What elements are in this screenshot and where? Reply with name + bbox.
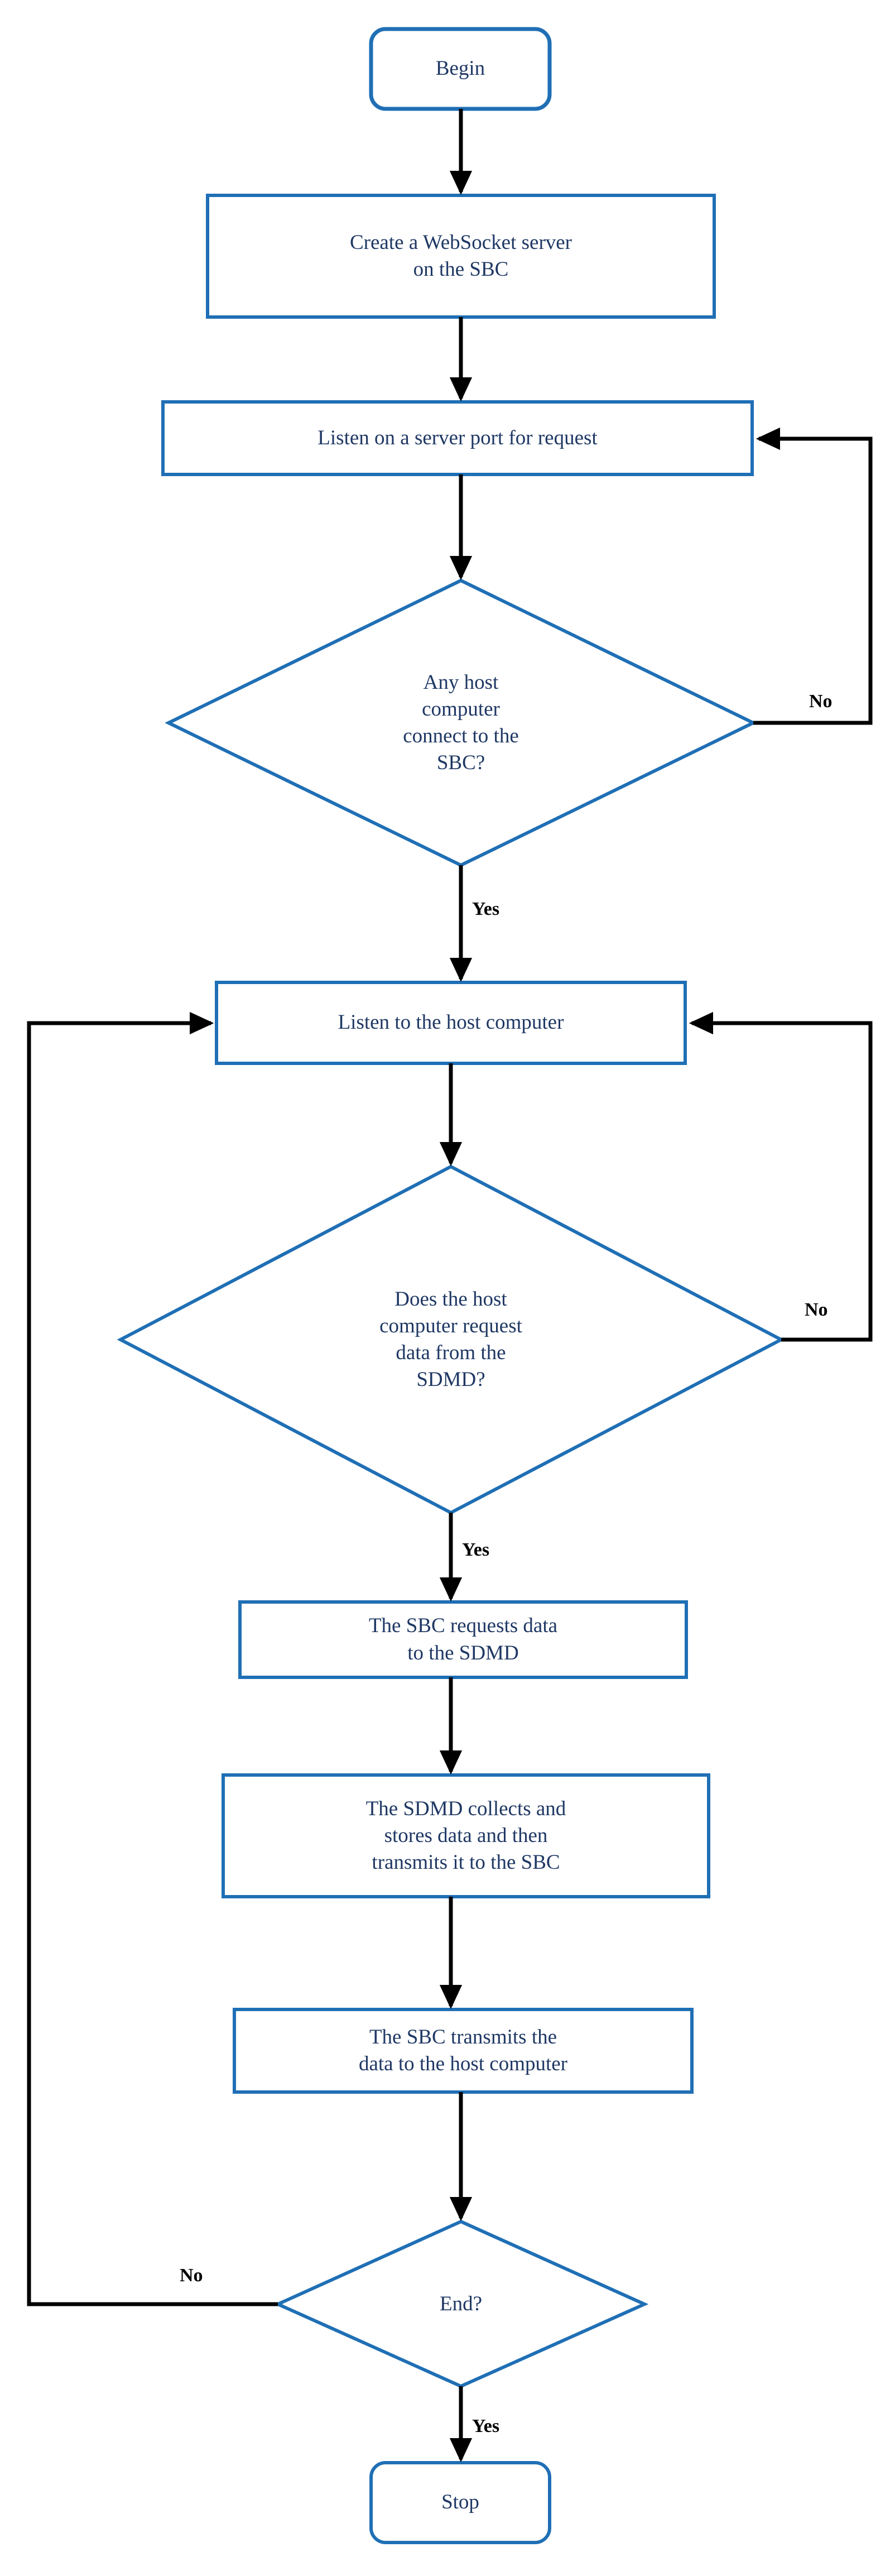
edge-label-any-host-yes: Yes <box>472 899 500 919</box>
edge-label-any-host-no: No <box>809 691 833 712</box>
edge-request-no-loop <box>689 1011 873 1342</box>
node-stop[interactable] <box>369 2461 551 2544</box>
node-listen-host-computer[interactable] <box>215 981 687 1065</box>
node-sbc-transmits-data[interactable] <box>233 2008 694 2094</box>
edge-label-host-request-no: No <box>805 1299 828 1320</box>
edge-label-end-yes: Yes <box>472 2416 500 2436</box>
node-sdmd-collects-stores-data[interactable] <box>222 1773 710 1898</box>
edge-anyhost-no-loop <box>753 427 873 725</box>
node-sbc-requests-data[interactable] <box>238 1600 688 1679</box>
node-begin[interactable] <box>369 27 552 111</box>
edge-label-end-no: No <box>180 2265 203 2286</box>
edge-end-no-loop <box>27 1011 278 2306</box>
edge-label-host-request-yes: Yes <box>462 1539 490 1560</box>
node-listen-server-port[interactable] <box>161 400 754 476</box>
node-create-websocket-server[interactable] <box>206 194 716 319</box>
